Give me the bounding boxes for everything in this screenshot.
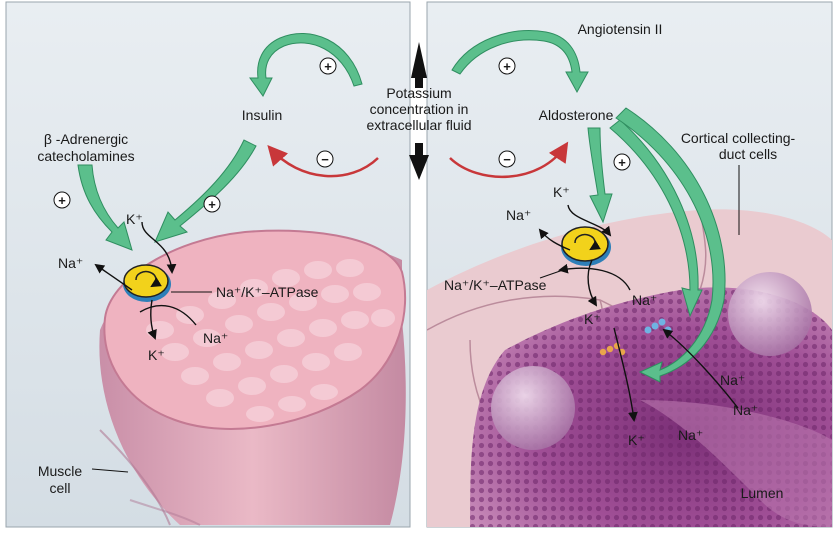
left-k-influx-arrow (141, 221, 177, 274)
cortical-label-line1: Cortical collecting- (681, 130, 796, 146)
muscle-cell-illustration (99, 229, 407, 526)
left-k-cell-arrow (147, 299, 157, 340)
right-k-influx-arrow (567, 204, 612, 237)
left-na-efflux-arrow (94, 263, 133, 291)
collecting-duct-illustration (426, 209, 832, 527)
myofibril-pattern (146, 259, 395, 422)
potassium-up-arrow (411, 42, 427, 88)
left-pump-label: Na⁺/K⁺–ATPase (216, 284, 319, 300)
svg-text:+: + (208, 197, 216, 212)
sign-catecholamine-plus: + (53, 191, 71, 209)
sign-aldosterone-minus: − (498, 150, 516, 168)
catecholamine-label-line2: catecholamines (37, 148, 134, 164)
right-pump-pointer (539, 269, 564, 279)
svg-text:+: + (503, 59, 511, 74)
lumen-k-secretion-arrow (613, 327, 638, 422)
lumen-na-label-2: Na⁺ (733, 402, 758, 418)
aldosterone-channel-arrow (609, 119, 703, 318)
potassium-insulin-stimulation (249, 33, 363, 97)
nucleus-right (728, 272, 812, 356)
angiotensin-label: Angiotensin II (578, 21, 663, 37)
sign-insulin-minus: − (316, 150, 334, 168)
center-label-line3: extracellular fluid (366, 117, 471, 133)
sign-aldosterone-duct-plus: + (613, 153, 631, 171)
right-na-cell-arrow (558, 263, 631, 291)
right-na-channel-label: Na⁺ (632, 292, 657, 308)
left-na-cell-arrow (139, 304, 197, 326)
catecholamine-label-line1: β -Adrenergic (44, 131, 128, 147)
insulin-stimulation-arrow (154, 139, 257, 243)
right-k-channel-label: K⁺ (584, 311, 601, 327)
left-na-in-label: Na⁺ (203, 330, 228, 346)
right-k-cell-arrow (587, 259, 598, 307)
muscle-label-line2: cell (49, 480, 70, 496)
right-pump-label: Na⁺/K⁺–ATPase (444, 277, 547, 293)
channel-beads (599, 318, 672, 356)
lumen-na-label-3: Na⁺ (678, 427, 703, 443)
right-na-efflux-arrow (538, 228, 571, 251)
insulin-label: Insulin (242, 107, 282, 123)
aldosterone-label: Aldosterone (539, 107, 614, 123)
right-k-in-label: K⁺ (553, 184, 570, 200)
sign-insulin-plus: + (319, 57, 337, 75)
left-na-k-atpase-pump (123, 264, 171, 302)
muscle-pointer (91, 468, 129, 473)
svg-text:+: + (324, 59, 332, 74)
svg-text:−: − (321, 152, 329, 167)
aldosterone-lumen-arrow (615, 107, 726, 383)
left-k-in-label: K⁺ (126, 211, 143, 227)
central-feedback (249, 30, 589, 180)
lumen-k-label: K⁺ (628, 432, 645, 448)
nucleus-left (491, 366, 575, 450)
svg-text:+: + (618, 155, 626, 170)
center-label-line1: Potassium (386, 85, 451, 101)
sign-insulin-muscle-plus: + (203, 195, 221, 213)
sign-aldosterone-plus: + (498, 57, 516, 75)
angiotensin-aldosterone-stimulation (451, 30, 589, 94)
aldosterone-potassium-inhibition (449, 141, 569, 179)
lumen-na-label-1: Na⁺ (720, 372, 745, 388)
cortical-label-line2: duct cells (719, 146, 777, 162)
catecholamine-stimulation-arrow (77, 164, 133, 251)
left-na-out-label: Na⁺ (58, 255, 83, 271)
left-k-out-label: K⁺ (148, 347, 165, 363)
lumen-label: Lumen (741, 485, 784, 501)
right-na-out-label: Na⁺ (506, 207, 531, 223)
aldosterone-pump-arrow (587, 127, 613, 224)
potassium-down-arrow (409, 143, 429, 180)
svg-text:−: − (503, 152, 511, 167)
insulin-potassium-inhibition (267, 145, 379, 178)
lumen-na-reabsorption-arrow (662, 328, 739, 409)
right-na-k-atpase-pump (561, 226, 611, 266)
svg-text:+: + (58, 193, 66, 208)
muscle-label-line1: Muscle (38, 463, 83, 479)
center-label-line2: concentration in (370, 101, 469, 117)
